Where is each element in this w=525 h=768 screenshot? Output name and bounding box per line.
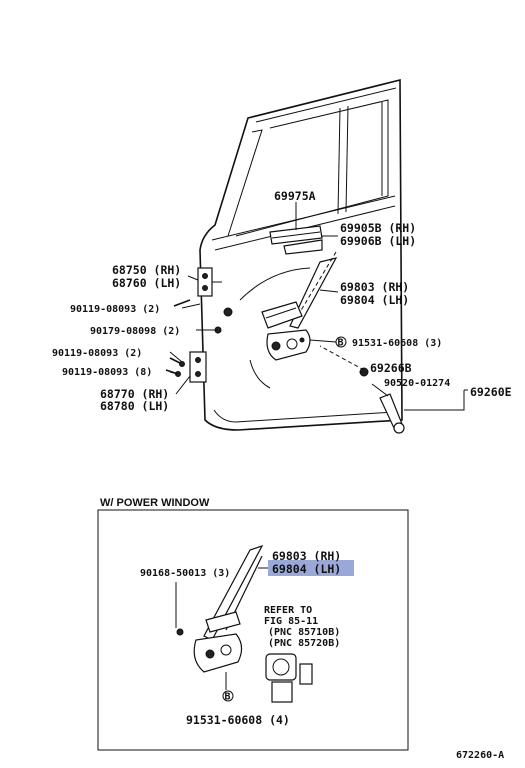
door-outline	[199, 78, 403, 431]
label-90179: 90179-08098 (2)	[90, 326, 180, 337]
window-motor	[265, 653, 313, 703]
inset-label-91531: 91531-60608 (4)	[186, 713, 290, 727]
marker-b-inset-text: B	[225, 692, 231, 703]
highlight-box	[268, 560, 354, 576]
label-69266b: 69266B	[370, 361, 412, 375]
inset-refer-line4: (PNC 85720B)	[268, 638, 340, 649]
window-regulator	[261, 257, 338, 361]
b-marker-inset: B	[222, 690, 234, 703]
label-69803: 69803 (RH)	[340, 280, 409, 294]
power-regulator	[176, 544, 264, 673]
figure-code: 672260-A	[456, 750, 504, 761]
label-68750: 68750 (RH)	[112, 263, 181, 277]
b-marker-main: B	[335, 336, 347, 349]
inset-label-90168: 90168-50013 (3)	[140, 568, 230, 579]
inset-title: W/ POWER WINDOW	[100, 497, 210, 509]
leader-lines	[169, 202, 468, 411]
label-90119-b: 90119-08093 (2)	[52, 348, 142, 359]
marker-b-text: B	[338, 338, 344, 349]
label-69906b: 69906B (LH)	[340, 234, 416, 248]
inset-leaders	[175, 567, 268, 690]
hinge-upper	[197, 267, 222, 297]
label-69804: 69804 (LH)	[340, 293, 409, 307]
label-68780: 68780 (LH)	[100, 399, 169, 413]
inset-label-69803: 69803 (RH)	[272, 549, 341, 563]
label-68770: 68770 (RH)	[100, 387, 169, 401]
inset-label-69804: 69804 (LH)	[272, 562, 341, 576]
label-90520: 90520-01274	[384, 378, 450, 389]
label-90119-c: 90119-08093 (8)	[62, 367, 152, 378]
label-91531: 91531-60608 (3)	[352, 338, 442, 349]
inset-frame	[97, 509, 409, 751]
label-69975a: 69975A	[274, 189, 316, 203]
label-68760: 68760 (LH)	[112, 276, 181, 290]
label-69260e: 69260E	[470, 385, 512, 399]
inset-refer-line1: REFER TO	[264, 605, 312, 616]
inset-refer-line2: FIG 85-11	[264, 616, 318, 627]
door-glass-channel	[269, 225, 323, 255]
label-69905b: 69905B (RH)	[340, 221, 416, 235]
hinge-lower	[189, 351, 207, 383]
inset-refer-line3: (PNC 85710B)	[268, 627, 340, 638]
label-90119-a: 90119-08093 (2)	[70, 304, 160, 315]
